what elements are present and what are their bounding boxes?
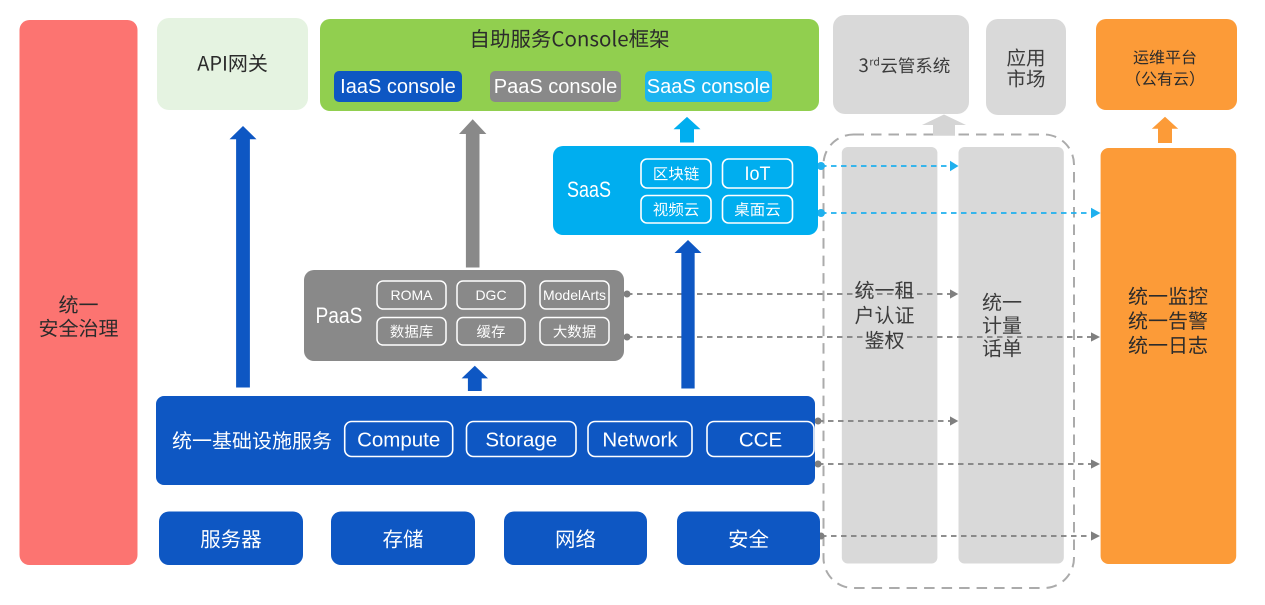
- svg-text:ROMA: ROMA: [391, 287, 434, 303]
- svg-text:IaaS console: IaaS console: [340, 76, 456, 98]
- svg-text:IoT: IoT: [745, 164, 771, 185]
- svg-text:PaaS console: PaaS console: [494, 76, 617, 98]
- svg-text:SaaS: SaaS: [567, 177, 611, 202]
- svg-text:Storage: Storage: [485, 428, 557, 451]
- svg-text:ModelArts: ModelArts: [543, 287, 606, 303]
- svg-text:DGC: DGC: [475, 287, 506, 303]
- svg-text:Network: Network: [602, 428, 678, 451]
- svg-text:Compute: Compute: [357, 428, 440, 451]
- svg-text:PaaS: PaaS: [316, 303, 363, 328]
- svg-text:SaaS console: SaaS console: [647, 76, 770, 98]
- svg-text:CCE: CCE: [739, 428, 782, 451]
